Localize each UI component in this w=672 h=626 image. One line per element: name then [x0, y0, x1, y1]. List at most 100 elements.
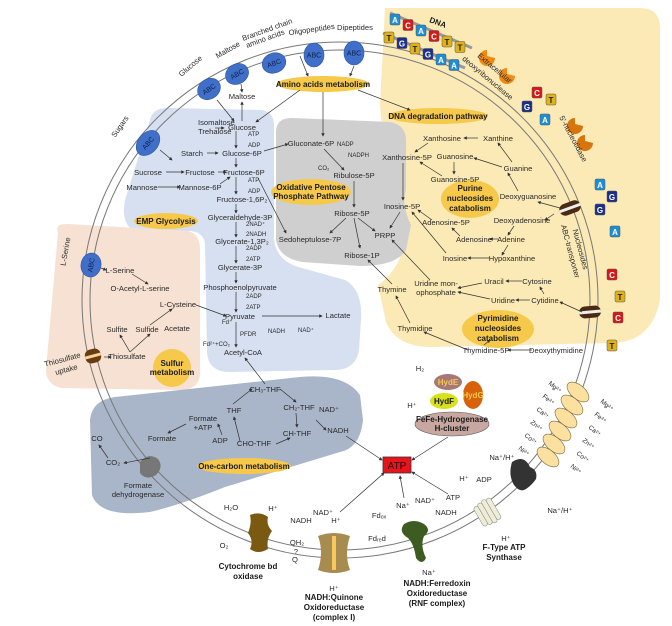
- nucleotide-letter: A: [612, 228, 618, 237]
- hypoxanthine: Hypoxanthine: [489, 254, 535, 263]
- amino-acids-metabolism-label: Amino acids metabolism: [276, 80, 370, 89]
- nucleotide-letter: C: [609, 271, 615, 280]
- trehalose: Trehalose: [198, 127, 232, 136]
- pyrimidine-metabolites: Uracil Cytosine Uridine mon- ophosphate …: [377, 277, 583, 355]
- formate-atp-1: Formate: [189, 414, 217, 423]
- cyt-q: Q: [292, 555, 298, 564]
- atp-label: ATP: [388, 461, 407, 472]
- one-carbon-metabolites: CH₃-THF THF CH₂-THF NAD⁺ Formate +ATP NA…: [91, 385, 348, 499]
- ribulose-5p: Ribulose-5P: [333, 171, 374, 180]
- pyrimidine-label-2: nucleosides: [475, 324, 522, 333]
- nucleotide-c: C: [606, 268, 618, 281]
- nucleotide-letter: A: [418, 27, 424, 36]
- ump-1: Uridine mon-: [414, 279, 458, 288]
- nucleotide-c: C: [531, 86, 543, 99]
- xanthosine-5p: Xanthosine-5P: [382, 153, 432, 162]
- inosine-5p: Inosine-5P: [384, 202, 420, 211]
- nucleotide-letter: T: [618, 293, 623, 302]
- nucleotide-letter: A: [438, 56, 444, 65]
- nucleotide-a: A: [435, 53, 447, 66]
- nucleotidase-icon: [577, 135, 593, 151]
- nucleotide-letter: A: [597, 181, 603, 190]
- ch3-thf: CH₃-THF: [249, 385, 281, 394]
- cytidine: Cytidine: [531, 296, 558, 305]
- nucleotide-letter: G: [597, 206, 603, 215]
- nucleoside-transporter-2: [578, 305, 602, 319]
- adenine: Adenine: [497, 235, 525, 244]
- rnf-na-in: Na⁺: [396, 501, 410, 510]
- abc-transporters: ABC ABC ABC ABC ABC ABC ABC: [80, 40, 365, 278]
- nucleotide-g: G: [396, 37, 408, 49]
- cyt-qh2: QH₂: [290, 538, 304, 547]
- sulfur-label-1: Sulfur: [160, 359, 183, 368]
- antiport-in: Na⁺/H⁺: [489, 453, 514, 462]
- emp-glycolysis-label: EMP Glycolysis: [136, 217, 196, 226]
- mannose: Mannose: [126, 183, 157, 192]
- uridine: Uridine: [491, 296, 515, 305]
- pentose-metabolites: Gluconate-6P NADP NADPH CO₂ Ribulose-5P …: [279, 139, 396, 260]
- purine-label-1: Purine: [458, 184, 483, 193]
- rnf-label-2: Oxidoreductase: [407, 589, 468, 598]
- nucleotide-letter: C: [534, 89, 540, 98]
- purine-label-2: nucleosides: [447, 194, 494, 203]
- glycolysis-region: [123, 108, 362, 372]
- atp-1: ATP: [248, 132, 259, 138]
- thiosulfate-transporter: [84, 348, 102, 364]
- rnf-nad: NAD⁺: [415, 496, 435, 505]
- cytosine: Cytosine: [522, 277, 552, 286]
- adp-3: 2ADP: [246, 246, 262, 252]
- nucleotide-g: G: [606, 190, 618, 203]
- thymidine: Thymidine: [397, 324, 432, 333]
- guanosine-5p: Guanosine-5P: [431, 175, 480, 184]
- fructose: Fructose: [185, 168, 215, 177]
- mannose-6p: Mannose-6P: [178, 183, 221, 192]
- formate-dehydrogenase-icon: [140, 456, 161, 478]
- metal-ion-transporters: Mg²⁺Mg²⁺Fe³⁺Fe³⁺Ca²⁺Ca²⁺Zn²⁺Zn²⁺Co²⁺Co²⁺…: [517, 380, 615, 476]
- nadh-oc: NADH: [327, 426, 349, 435]
- rnf-complex: Na⁺ NAD⁺ NADH Fdₒₓ Fdᵣₑd Na⁺ NADH:Ferred…: [368, 496, 471, 608]
- dna-region: [378, 8, 660, 347]
- thymine: Thymine: [377, 285, 406, 294]
- c1-label-2: Oxidoreductase: [304, 603, 365, 612]
- antiport-out: Na⁺/H⁺: [547, 506, 572, 515]
- nucleotide-g: G: [521, 100, 533, 113]
- sedoheptulose-7p: Sedoheptulose-7P: [279, 235, 342, 244]
- nucleotide-letter: G: [524, 103, 530, 112]
- c1-h: H⁺: [331, 516, 341, 525]
- metal-ion-in: Mg²⁺: [547, 380, 563, 395]
- l-cysteine: L-Cysteine: [160, 300, 196, 309]
- formate: Formate: [148, 434, 176, 443]
- metal-ion-out: Fe³⁺: [593, 411, 608, 425]
- na-h-antiporter: Na⁺/H⁺ Na⁺/H⁺: [489, 453, 572, 515]
- xanthosine: Xanthosine: [423, 134, 461, 143]
- fefe-hydrogenase: H₂ HydE HydG HydF H⁺ FeFe-Hydrogenase H-…: [407, 364, 490, 437]
- acetyl-coa: Acetyl-CoA: [224, 348, 263, 357]
- sulfur-metabolites: L-Serine O-Acetyl-L-serine L-Cysteine Su…: [106, 266, 197, 361]
- nucleotide-letter: T: [458, 44, 463, 53]
- nucleotide-letter: A: [451, 62, 457, 71]
- metal-ion-out: Zn²⁺: [581, 437, 596, 451]
- nucleotide-letter: A: [392, 16, 398, 25]
- nucleotide-a: A: [594, 178, 606, 191]
- h2: H₂: [416, 364, 424, 373]
- inosine: Inosine: [443, 254, 468, 263]
- maltose: Maltose: [229, 92, 256, 101]
- one-carbon-region: [90, 376, 363, 514]
- formate-atp-2: +ATP: [194, 423, 213, 432]
- ump-2: ophosphate: [416, 288, 456, 297]
- rnf-nadh: NADH: [435, 508, 457, 517]
- l-serine: L-Serine: [106, 266, 135, 275]
- fatp-label-1: F-Type ATP: [483, 543, 527, 552]
- rnf-label-1: NADH:Ferredoxin: [403, 579, 470, 588]
- sucrose: Sucrose: [134, 168, 162, 177]
- nadp: NADP: [337, 142, 354, 148]
- c1-h-out: H⁺: [329, 584, 339, 593]
- fatp-h-in: H⁺: [459, 474, 469, 483]
- nucleotide-letter: C: [431, 33, 437, 42]
- metal-ion-in: Ni²⁺: [517, 445, 531, 458]
- abc-oligopeptides: ABC: [307, 53, 321, 60]
- phosphoenolpyruvate: Phosphoenolpyruvate: [203, 283, 276, 292]
- pentose-label-1: Oxidative Pentose: [276, 183, 346, 192]
- fatp-adp: ADP: [476, 475, 492, 484]
